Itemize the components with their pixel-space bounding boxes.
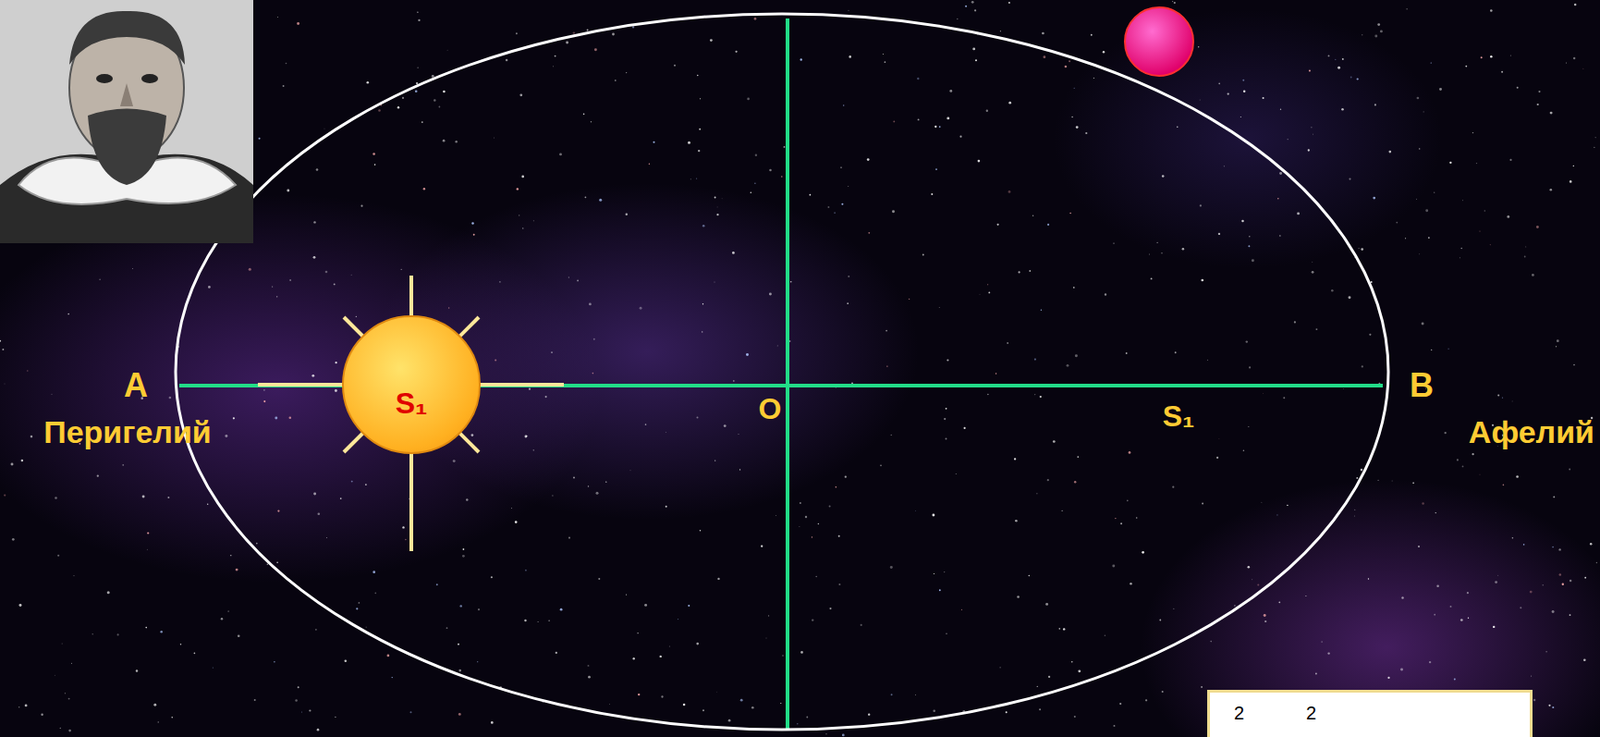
orbit-ellipse [175, 13, 1389, 730]
sun-circle: S₁ [341, 315, 481, 454]
sun-rays [257, 275, 564, 551]
point-letter: B [1409, 368, 1434, 403]
minor-axis [785, 18, 790, 730]
point-name: Перигелий [43, 415, 212, 448]
point-name: Афелий [1468, 415, 1595, 448]
exponent: 2 [1306, 703, 1317, 722]
point-letter: A [123, 368, 148, 403]
exponent: 2 [1233, 703, 1245, 722]
planet [1124, 7, 1194, 76]
kepler-portrait [0, 0, 254, 244]
formula-box: 22 [1207, 689, 1533, 737]
focus-label: S₁ [395, 388, 428, 418]
center-label: O [758, 393, 782, 424]
focus-label: S₁ [1162, 401, 1196, 431]
